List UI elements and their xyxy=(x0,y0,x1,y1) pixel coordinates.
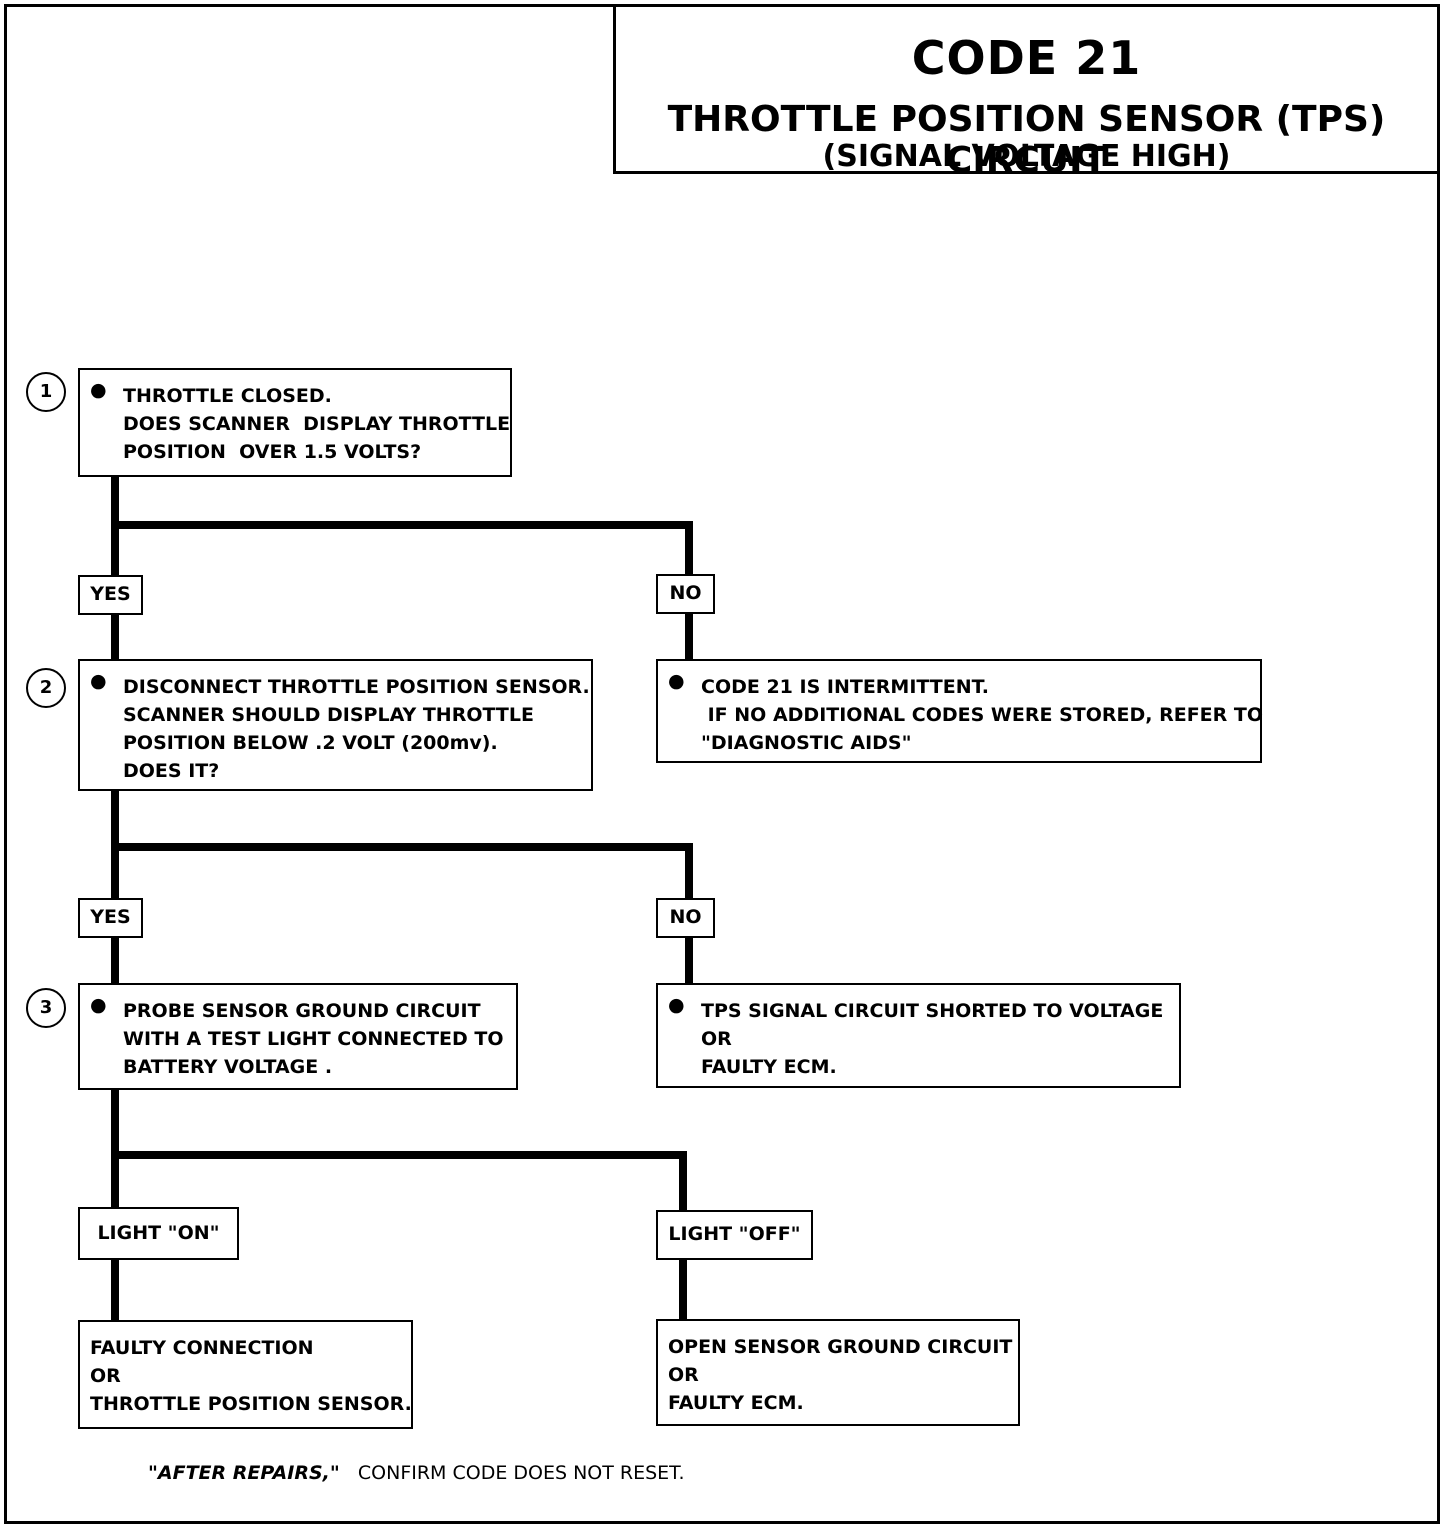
connector-line xyxy=(685,843,693,900)
connector-line xyxy=(111,521,693,529)
circuit-title: THROTTLE POSITION SENSOR (TPS) CIRCUIT xyxy=(667,99,1386,181)
step-2-text: DISCONNECT THROTTLE POSITION SENSOR. SCA… xyxy=(123,676,590,782)
connector-line xyxy=(111,843,693,851)
intermittent-outcome-text: CODE 21 IS INTERMITTENT. IF NO ADDITIONA… xyxy=(701,676,1264,754)
light-off-label: LIGHT "OFF" xyxy=(656,1210,813,1260)
connector-line xyxy=(111,613,119,661)
open-ground-outcome-text: OPEN SENSOR GROUND CIRCUIT OR FAULTY ECM… xyxy=(668,1336,1013,1414)
step-1-box: ● THROTTLE CLOSED. DOES SCANNER DISPLAY … xyxy=(78,368,512,477)
title-block: CODE 21 THROTTLE POSITION SENSOR (TPS) C… xyxy=(613,4,1440,181)
step-2-box: ● DISCONNECT THROTTLE POSITION SENSOR. S… xyxy=(78,659,593,791)
bullet-icon: ● xyxy=(668,670,685,692)
connector-line xyxy=(679,1151,687,1211)
shorted-outcome-box: ● TPS SIGNAL CIRCUIT SHORTED TO VOLTAGE … xyxy=(656,983,1181,1088)
step-3-text: PROBE SENSOR GROUND CIRCUIT WITH A TEST … xyxy=(123,1000,504,1078)
step-2-marker: 2 xyxy=(26,668,66,708)
faulty-connection-outcome-box: FAULTY CONNECTION OR THROTTLE POSITION S… xyxy=(78,1320,413,1429)
code-title: CODE 21 xyxy=(911,31,1142,85)
bullet-icon: ● xyxy=(90,994,107,1016)
condition-subtitle: (SIGNAL VOLTAGE HIGH) xyxy=(822,139,1231,174)
footer-note: "AFTER REPAIRS," CONFIRM CODE DOES NOT R… xyxy=(148,1462,685,1484)
no-label: NO xyxy=(656,898,715,938)
step-1-marker: 1 xyxy=(26,372,66,412)
intermittent-outcome-box: ● CODE 21 IS INTERMITTENT. IF NO ADDITIO… xyxy=(656,659,1264,763)
bullet-icon: ● xyxy=(90,670,107,692)
step-3-marker: 3 xyxy=(26,988,66,1028)
connector-line xyxy=(111,1151,687,1159)
connector-line xyxy=(111,1258,119,1322)
light-on-label: LIGHT "ON" xyxy=(78,1207,239,1260)
connector-line xyxy=(111,936,119,986)
yes-label: YES xyxy=(78,575,143,615)
bullet-icon: ● xyxy=(90,379,107,401)
open-ground-outcome-box: OPEN SENSOR GROUND CIRCUIT OR FAULTY ECM… xyxy=(656,1319,1020,1426)
faulty-connection-outcome-text: FAULTY CONNECTION OR THROTTLE POSITION S… xyxy=(90,1337,412,1415)
connector-line xyxy=(685,521,693,576)
no-label: NO xyxy=(656,574,715,614)
yes-label: YES xyxy=(78,898,143,938)
footer-text: CONFIRM CODE DOES NOT RESET. xyxy=(357,1462,685,1484)
connector-line xyxy=(685,613,693,661)
footer-emphasis: "AFTER REPAIRS," xyxy=(148,1462,340,1484)
connector-line xyxy=(685,936,693,986)
step-1-text: THROTTLE CLOSED. DOES SCANNER DISPLAY TH… xyxy=(123,385,511,463)
connector-line xyxy=(111,1089,119,1209)
shorted-outcome-text: TPS SIGNAL CIRCUIT SHORTED TO VOLTAGE OR… xyxy=(701,1000,1164,1078)
step-3-box: ● PROBE SENSOR GROUND CIRCUIT WITH A TES… xyxy=(78,983,518,1090)
connector-line xyxy=(679,1257,687,1322)
bullet-icon: ● xyxy=(668,994,685,1016)
